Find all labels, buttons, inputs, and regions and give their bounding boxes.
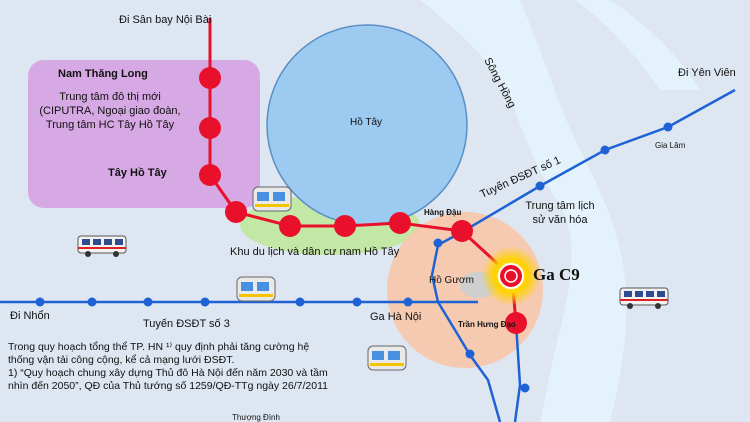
river-arm	[575, 0, 700, 90]
di-nhon-label: Đi Nhổn	[10, 310, 50, 322]
tourism-label: Khu du lịch và dân cư nam Hồ Tây	[230, 246, 400, 258]
tay-ho-tay-label: Tây Hồ Tây	[108, 167, 167, 179]
line-3-label: Tuyến ĐSĐT số 3	[143, 318, 230, 330]
ho-tay-label: Hồ Tây	[350, 117, 383, 128]
line-2-south	[513, 322, 522, 422]
bus-icon	[77, 235, 127, 257]
bus-icon	[619, 287, 669, 309]
note-line-2: 1) “Quy hoạch chung xây dựng Thủ đô Hà N…	[8, 367, 328, 392]
train-icon	[367, 345, 407, 371]
ho-guom-label: Hồ Gươm	[429, 275, 474, 286]
train-icon	[236, 276, 276, 302]
ga-c9-ring	[504, 269, 518, 283]
urban-zone	[28, 60, 260, 208]
airport-label: Đi Sân bay Nội Bài	[119, 14, 212, 26]
urban-center-label: Trung tâm đô thị mới (CIPUTRA, Ngoại gia…	[39, 91, 181, 131]
blue-stations	[35, 122, 673, 393]
note-line-1: Trong quy hoạch tổng thể TP. HN ¹⁾ quy đ…	[8, 341, 310, 366]
line-3-south	[430, 230, 502, 422]
red-stations	[199, 67, 527, 334]
planning-note: Trong quy hoạch tổng thể TP. HN ¹⁾ quy đ…	[8, 341, 338, 393]
ga-c9-label: Ga C9	[533, 265, 580, 284]
ga-ha-noi-label: Ga Hà Nội	[370, 311, 422, 323]
hang-dau-label: Hàng Đậu	[424, 208, 462, 217]
yen-vien-label: Đi Yên Viên	[678, 67, 736, 79]
tran-hung-dao-label: Trần Hưng Đạo	[458, 320, 516, 329]
ga-c9-station	[498, 263, 524, 289]
red-river	[420, 0, 627, 422]
train-icon	[252, 186, 292, 212]
nam-thang-long-label: Nam Thăng Long	[58, 68, 148, 80]
gia-lam-label: Gia Lâm	[655, 141, 686, 150]
thuong-dinh-label: Thượng Đình	[232, 413, 280, 422]
historic-center-label: Trung tâm lịch sử văn hóa	[525, 200, 595, 226]
